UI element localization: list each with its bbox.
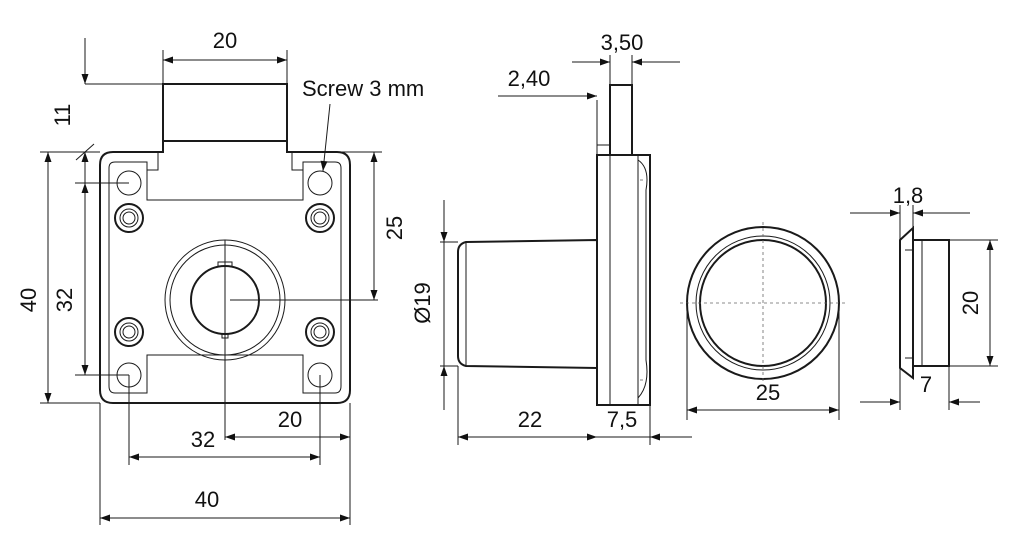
- front-view: 20 11 40 32 25 Screw 3 mm 20 32 40: [16, 28, 424, 525]
- front-hole-top-right: [307, 170, 333, 196]
- front-bolt-block: [162, 83, 288, 142]
- dim-front-hole-spacing: 32: [52, 288, 77, 312]
- dim-front-bottom-spacing: 32: [191, 427, 215, 452]
- dim-side-cylinder-length: 22: [518, 407, 542, 432]
- dim-side-bolt-thickness: 3,50: [601, 30, 644, 55]
- dim-front-top-height: 11: [50, 104, 75, 127]
- side-bolt: [609, 84, 633, 156]
- side-flange: [596, 154, 651, 406]
- front-plate-inner: [108, 161, 342, 394]
- side-view: 3,50 2,40 Ø19 22 7,5: [410, 30, 692, 445]
- dim-rosette-height: 20: [958, 291, 983, 315]
- side-cylinder: [457, 238, 598, 370]
- rosette-side-profile: [899, 225, 914, 381]
- rosette-side-view: 1,8 20 7: [850, 183, 998, 410]
- dim-side-cylinder-dia: Ø19: [410, 282, 435, 324]
- dim-front-center-edge: 20: [278, 407, 302, 432]
- dim-rosette-flange: 1,8: [893, 183, 924, 208]
- front-rivet-lower-left: [114, 317, 144, 347]
- dim-rosette-depth: 7: [920, 372, 932, 397]
- dim-side-flange-thickness: 7,5: [607, 407, 638, 432]
- rosette-front-view: 25: [680, 222, 846, 420]
- dim-front-top-width: 20: [213, 28, 237, 53]
- dim-rosette-dia: 25: [756, 380, 780, 405]
- dim-front-upper-center: 25: [382, 216, 407, 240]
- dim-side-bolt-offset: 2,40: [508, 66, 551, 91]
- front-rivet-lower-right: [305, 317, 335, 347]
- screw-note: Screw 3 mm: [302, 76, 424, 101]
- front-rivet-upper-left: [114, 203, 144, 233]
- dim-front-height: 40: [16, 288, 41, 312]
- front-rivet-upper-right: [305, 203, 335, 233]
- dim-front-width: 40: [195, 487, 219, 512]
